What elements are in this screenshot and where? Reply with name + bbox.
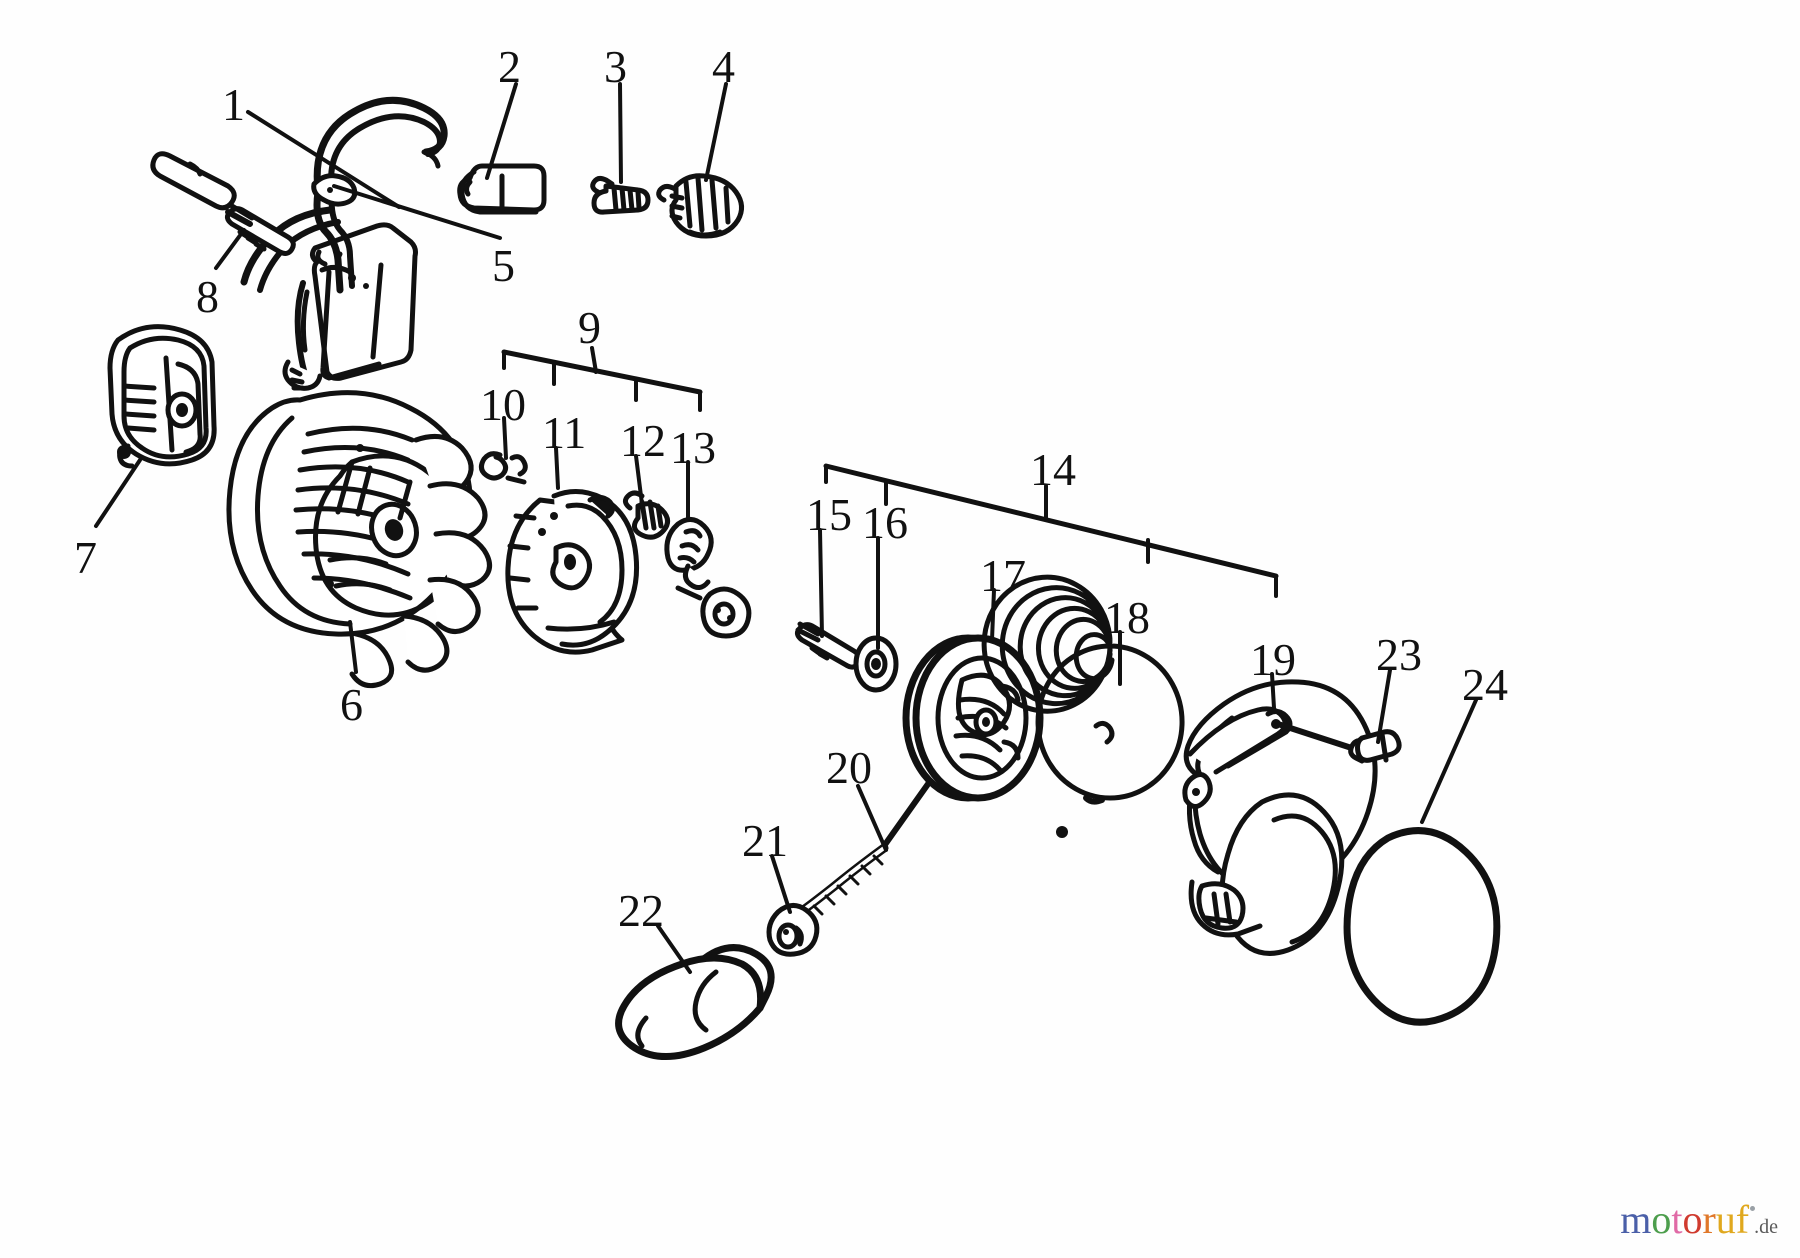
rope-insert-drawing — [766, 903, 820, 957]
callout-10: 10 — [480, 379, 526, 430]
pawl-spring-drawing — [622, 490, 670, 540]
watermark-letter-o1: o — [1651, 1197, 1672, 1242]
rope-pulley-drawing — [881, 634, 1044, 849]
callout-16: 16 — [862, 497, 908, 548]
watermark-dot — [1750, 1206, 1756, 1211]
callout-24: 24 — [1462, 659, 1508, 710]
callout-14: 14 — [1030, 444, 1076, 495]
callout-2: 2 — [498, 41, 521, 92]
callout-3: 3 — [604, 41, 627, 92]
callout-17: 17 — [980, 550, 1026, 601]
callout-22: 22 — [618, 885, 664, 936]
recoil-spring-drawing — [981, 574, 1185, 838]
ignition-armature-drawing — [107, 324, 217, 469]
motoruf-watermark: motoruf.de — [1620, 1200, 1778, 1240]
callout-8: 8 — [196, 271, 219, 322]
callout-11: 11 — [542, 407, 587, 458]
watermark-letter-u: u — [1715, 1197, 1736, 1242]
callout-1: 1 — [222, 79, 245, 130]
callout-15: 15 — [806, 489, 852, 540]
callout-9: 9 — [578, 302, 601, 353]
starter-cup-drawing — [505, 489, 640, 655]
starter-rope-drawing — [793, 843, 889, 919]
housing-screw-drawing — [1348, 729, 1402, 764]
watermark-suffix: .de — [1754, 1216, 1778, 1238]
callout-6: 6 — [340, 679, 363, 730]
callout-4: 4 — [712, 41, 735, 92]
mounting-screw-drawing — [224, 203, 296, 256]
callout-23: 23 — [1376, 629, 1422, 680]
callout-19: 19 — [1250, 634, 1296, 685]
spark-plug-boot-drawing — [457, 163, 547, 215]
callout-5: 5 — [492, 240, 515, 291]
watermark-letter-r: r — [1702, 1197, 1716, 1242]
spark-plug-terminal-drawing — [590, 175, 651, 215]
retaining-clip-drawing — [478, 451, 528, 485]
callout-18: 18 — [1104, 592, 1150, 643]
starter-housing-drawing — [1182, 679, 1378, 956]
flywheel-drawing — [226, 390, 492, 689]
callout-21: 21 — [742, 815, 788, 866]
watermark-letter-t: t — [1671, 1197, 1683, 1242]
starter-pawl-drawing — [664, 517, 714, 590]
callout-12: 12 — [620, 415, 666, 466]
callout-7: 7 — [74, 532, 97, 583]
leader-lines — [94, 82, 1478, 974]
watermark-letter-m: m — [1620, 1197, 1652, 1242]
screw-15-drawing — [794, 621, 862, 670]
spark-plug-drawing — [656, 173, 744, 239]
watermark-letter-f: f — [1735, 1197, 1750, 1242]
starter-cover-drawing — [1343, 827, 1501, 1026]
flywheel-nut-drawing — [675, 585, 752, 639]
callout-20: 20 — [826, 742, 872, 793]
watermark-letter-o2: o — [1682, 1197, 1703, 1242]
callout-13: 13 — [670, 422, 716, 473]
starter-handle-drawing — [615, 944, 775, 1060]
ignition-coil-module-drawing — [150, 96, 448, 391]
